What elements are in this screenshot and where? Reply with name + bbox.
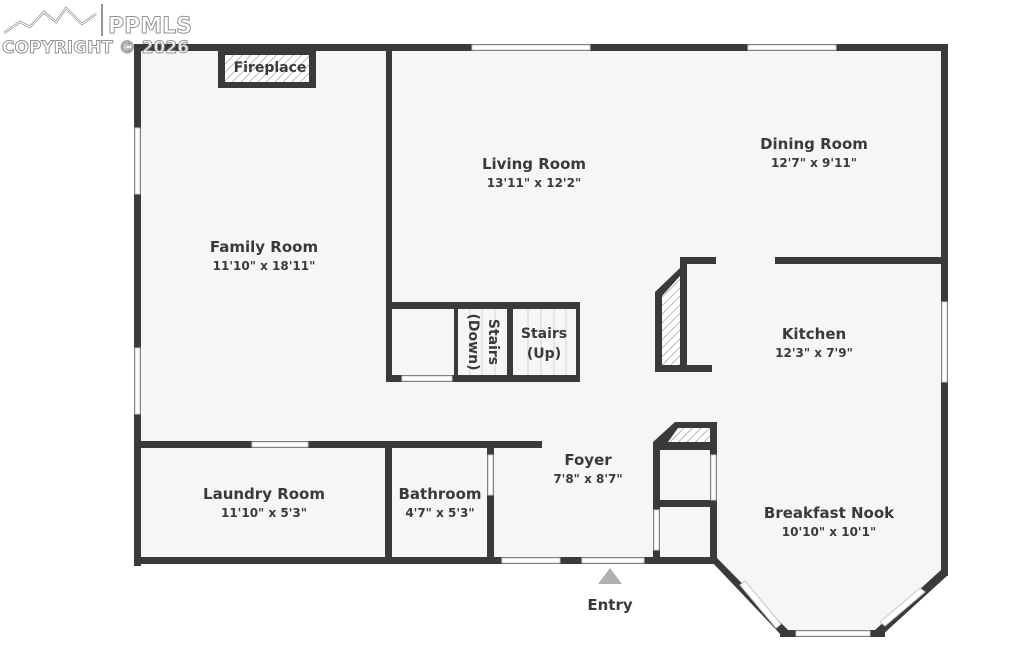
room-living-room: Living Room 13'11" x 12'2" — [482, 155, 586, 190]
room-name: Laundry Room — [203, 485, 325, 503]
room-dims: 12'7" x 9'11" — [771, 156, 857, 170]
room-dims: 4'7" x 5'3" — [405, 506, 474, 520]
room-dims: 10'10" x 10'1" — [782, 525, 876, 539]
room-dims: 7'8" x 8'7" — [553, 472, 622, 486]
stairs-up-label-1: Stairs — [521, 326, 567, 342]
room-foyer: Foyer 7'8" x 8'7" — [553, 451, 622, 486]
room-bathroom: Bathroom 4'7" x 5'3" — [398, 485, 481, 520]
stairs-up-label-2: (Up) — [527, 346, 561, 362]
room-kitchen: Kitchen 12'3" x 7'9" — [775, 325, 853, 360]
stairs-down-label-1: Stairs — [485, 319, 501, 365]
watermark: PPMLS COPYRIGHT © 2026 — [2, 4, 193, 59]
room-family-room: Family Room 11'10" x 18'11" — [210, 238, 318, 273]
mountain-logo-icon — [3, 6, 97, 35]
watermark-brand: PPMLS — [108, 14, 192, 39]
room-name: Family Room — [210, 238, 318, 256]
room-name: Dining Room — [760, 135, 868, 153]
room-dims: 12'3" x 7'9" — [775, 346, 853, 360]
stairs-up: Stairs (Up) — [521, 326, 567, 362]
stairs-down-label-2: (Down) — [465, 314, 481, 371]
room-name: Living Room — [482, 155, 586, 173]
stairs — [469, 309, 567, 375]
room-dining-room: Dining Room 12'7" x 9'11" — [760, 135, 868, 170]
entry-marker: Entry — [587, 568, 633, 614]
room-name: Bathroom — [398, 485, 481, 503]
fireplace-label: Fireplace — [234, 60, 307, 76]
room-laundry-room: Laundry Room 11'10" x 5'3" — [203, 485, 325, 520]
room-name: Foyer — [564, 451, 612, 469]
room-breakfast-nook: Breakfast Nook 10'10" x 10'1" — [764, 504, 895, 539]
entry-label: Entry — [587, 596, 632, 614]
windows — [134, 44, 948, 637]
room-dims: 11'10" x 18'11" — [213, 259, 316, 273]
stairs-down: Stairs (Down) — [465, 314, 501, 371]
fireplace: Fireplace — [218, 50, 316, 88]
kitchen-counter — [655, 262, 687, 372]
room-name: Kitchen — [782, 325, 846, 343]
room-dims: 13'11" x 12'2" — [487, 176, 581, 190]
entry-arrow-icon — [598, 568, 622, 584]
watermark-copyright: COPYRIGHT © 2026 — [2, 38, 189, 58]
room-name: Breakfast Nook — [764, 504, 895, 522]
room-dims: 11'10" x 5'3" — [221, 506, 307, 520]
nook-cabinet — [653, 422, 717, 450]
